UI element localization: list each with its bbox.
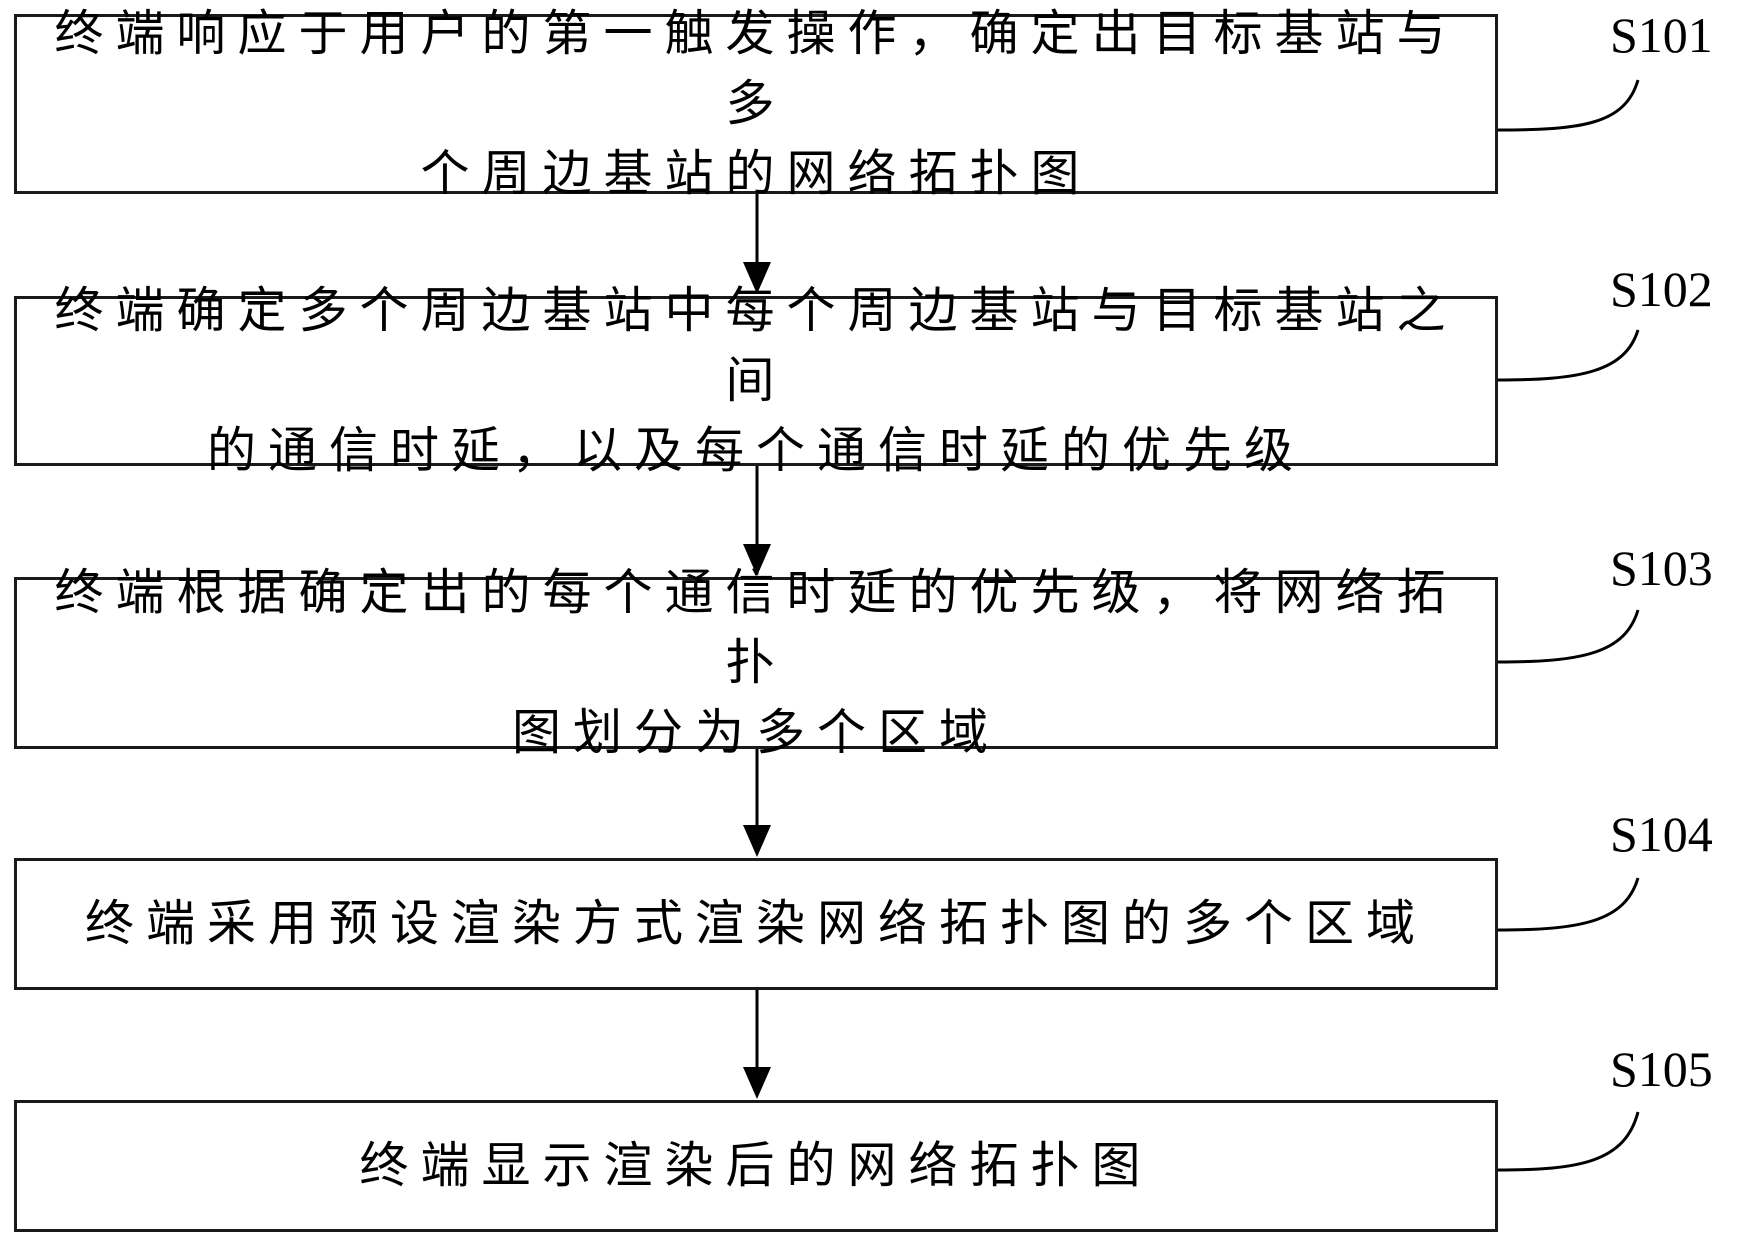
step-text-s103: 终端根据确定出的每个通信时延的优先级，将网络拓扑 图划分为多个区域	[54, 564, 1458, 761]
step-box-s105: 终端显示渲染后的网络拓扑图	[14, 1100, 1498, 1232]
leader-line-s104	[1497, 877, 1640, 932]
leader-line-s105	[1497, 1111, 1640, 1172]
step-label-s103: S103	[1610, 540, 1713, 596]
step-box-s103: 终端根据确定出的每个通信时延的优先级，将网络拓扑 图划分为多个区域	[14, 564, 1498, 761]
step-text-s104: 终端采用预设渲染方式渲染网络拓扑图的多个区域	[84, 895, 1427, 952]
step-label-s101: S101	[1610, 7, 1713, 63]
step-text-s101: 终端响应于用户的第一触发操作，确定出目标基站与多 个周边基站的网络拓扑图	[54, 5, 1458, 202]
step-text-s105: 终端显示渲染后的网络拓扑图	[359, 1137, 1153, 1194]
arrow-s102-to-s103	[743, 466, 771, 576]
leader-line-s102	[1497, 329, 1640, 382]
step-label-s102: S102	[1610, 261, 1713, 317]
arrow-s103-to-s104	[743, 749, 771, 857]
step-label-s105: S105	[1610, 1041, 1713, 1097]
leader-line-s103	[1497, 609, 1640, 664]
arrow-s104-to-s105	[743, 990, 771, 1099]
step-box-s102: 终端确定多个周边基站中每个周边基站与目标基站之间 的通信时延，以及每个通信时延的…	[14, 282, 1498, 479]
step-text-s102: 终端确定多个周边基站中每个周边基站与目标基站之间 的通信时延，以及每个通信时延的…	[54, 282, 1458, 479]
arrow-s101-to-s102	[743, 194, 771, 294]
step-box-s104: 终端采用预设渲染方式渲染网络拓扑图的多个区域	[14, 858, 1498, 990]
step-box-s101: 终端响应于用户的第一触发操作，确定出目标基站与多 个周边基站的网络拓扑图	[14, 5, 1498, 202]
leader-line-s101	[1497, 79, 1640, 132]
step-label-s104: S104	[1610, 806, 1713, 862]
